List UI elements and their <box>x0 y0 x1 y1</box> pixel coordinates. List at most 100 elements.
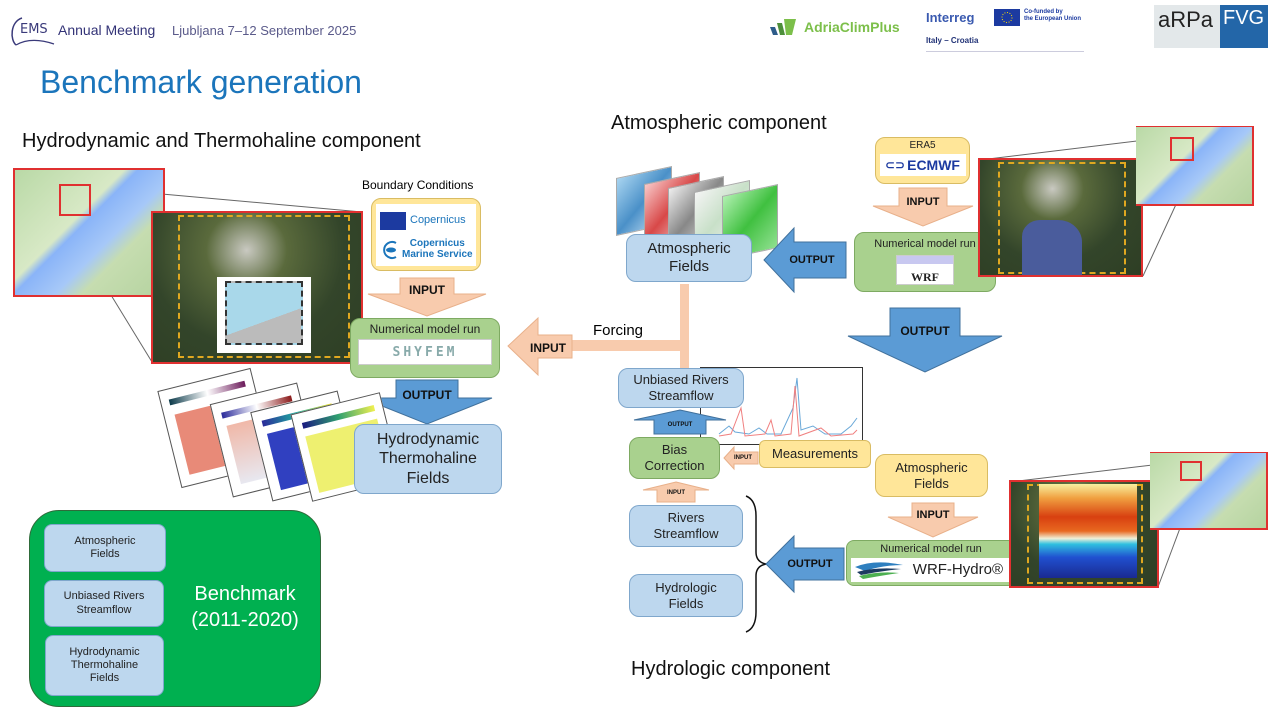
zoom-region-marker <box>59 184 91 216</box>
bias-correction-line1: Bias <box>661 442 688 458</box>
wrf-logo-text: WRF <box>911 269 939 284</box>
atm-model-run-box: Numerical model run WRF <box>854 232 996 292</box>
cofunded-line2: the European Union <box>1024 16 1081 22</box>
wrf-hydro-logo: WRF-Hydro® <box>851 558 1011 583</box>
shyfem-grid-inset <box>217 277 311 353</box>
bias-output-label: OUTPUT <box>667 422 693 428</box>
hydro-result-line2: Thermohaline <box>379 450 477 468</box>
hydro-model-run-box: Numerical model run SHYFEM <box>350 318 500 378</box>
forcing-input-label: INPUT <box>530 341 566 355</box>
hydrologic-model-run-box: Numerical model run WRF-Hydro® <box>846 540 1016 586</box>
slide-title: Benchmark generation <box>40 64 362 100</box>
measurements-input-label: INPUT <box>734 455 752 461</box>
copernicus-text: Copernicus <box>410 213 466 226</box>
ems-logo-text: EMS <box>20 22 48 37</box>
meeting-name: Annual Meeting <box>58 22 156 38</box>
hydrologic-atm-fields-line1: Atmospheric <box>895 459 968 475</box>
atm-satellite-domain-image <box>978 158 1143 277</box>
copernicus-marine-text: Copernicus Marine Service <box>402 238 473 260</box>
hydro-result-line3: Fields <box>406 469 450 487</box>
hydrologic-model-run-label: Numerical model run <box>880 543 982 555</box>
bias-correction-line2: Correction <box>644 458 705 473</box>
forcing-label: Forcing <box>593 322 644 339</box>
rivers-input-arrow <box>642 481 710 503</box>
terrain-elevation-map <box>1039 484 1137 578</box>
copernicus-logos: Copernicus Copernicus Marine Service <box>376 203 476 266</box>
hydro-input-arrow <box>367 277 487 317</box>
boundary-conditions-label: Boundary Conditions <box>362 178 474 192</box>
atm-down-output-label: OUTPUT <box>900 324 950 338</box>
hydrologic-fields-line2: Fields <box>668 595 704 611</box>
atm-model-run-label: Numerical model run <box>874 238 976 250</box>
unbiased-streamflow-line1: Unbiased Rivers <box>633 372 729 388</box>
copernicus-marine-line2: Marine Service <box>402 248 473 260</box>
atm-result-box: Atmospheric Fields <box>626 234 752 282</box>
rivers-input-label: INPUT <box>667 490 685 496</box>
hydrologic-satellite-domain-image <box>1009 480 1159 588</box>
adriaclimplus-text: AdriaClimPlus <box>804 19 900 35</box>
adriaclimplus-icon <box>770 19 796 35</box>
copernicus-marine-line1: Copernicus <box>409 237 465 249</box>
meeting-place-date: Ljubljana 7–12 September 2025 <box>172 23 357 38</box>
atm-result-line1: Atmospheric <box>647 240 731 257</box>
measurements-box: Measurements <box>759 440 871 468</box>
hydrologic-output-label: OUTPUT <box>787 558 833 570</box>
benchmark-item-line2: Thermohaline <box>70 658 139 671</box>
hydrodynamic-section-title: Hydrodynamic and Thermohaline component <box>22 130 421 152</box>
copernicus-marine-icon <box>383 240 397 259</box>
unbiased-streamflow-line2: Streamflow <box>648 388 714 403</box>
bias-correction-box: Bias Correction <box>629 437 720 479</box>
hydrologic-input-label: INPUT <box>916 509 950 521</box>
adriaclimplus-logo: AdriaClimPlus <box>770 16 900 38</box>
benchmark-title-line1: Benchmark <box>194 583 296 605</box>
atm-result-line2: Fields <box>668 258 709 275</box>
benchmark-item-line2: Streamflow <box>76 603 132 616</box>
cofunded-line1: Co-funded by <box>1024 9 1063 15</box>
benchmark-item-atmospheric: Atmospheric Fields <box>44 524 166 572</box>
ecmwf-icon: ⊂⊃ <box>885 157 906 172</box>
domain-dashed-boundary <box>178 215 350 358</box>
hydrologic-fields-box: Hydrologic Fields <box>629 574 743 617</box>
eu-flag-icon <box>994 9 1020 26</box>
cofunded-text: Co-funded by the European Union <box>1024 9 1081 23</box>
bias-output-arrow <box>633 409 727 435</box>
benchmark-item-line2: Fields <box>90 548 120 560</box>
benchmark-item-line3: Fields <box>89 672 120 685</box>
arpa-text: aRPa <box>1158 7 1214 32</box>
hydrologic-italy-map-image <box>1150 452 1268 530</box>
hydro-output-label: OUTPUT <box>402 388 452 402</box>
benchmark-title: Benchmark (2011-2020) <box>180 581 310 633</box>
atm-output-label: OUTPUT <box>789 254 835 266</box>
shyfem-logo: SHYFEM <box>358 339 492 366</box>
hydro-result-box: Hydrodynamic Thermohaline Fields <box>354 424 502 494</box>
era5-source-box: ERA5 ⊂⊃ ECMWF <box>875 137 970 184</box>
wrf-logo: WRF <box>896 255 954 286</box>
shyfem-logo-text: SHYFEM <box>392 344 458 360</box>
benchmark-item-streamflow: Unbiased Rivers Streamflow <box>44 580 164 627</box>
benchmark-title-line2: (2011-2020) <box>191 609 299 631</box>
hydro-input-label: INPUT <box>409 283 445 297</box>
benchmark-item-line1: Atmospheric <box>74 534 136 547</box>
unbiased-streamflow-box: Unbiased Rivers Streamflow <box>618 368 744 408</box>
measurements-label: Measurements <box>772 446 858 462</box>
hydrologic-fields-line1: Hydrologic <box>655 579 717 595</box>
atm-output-arrow <box>763 226 847 294</box>
satellite-domain-image <box>151 211 363 364</box>
hydro-result-line1: Hydrodynamic <box>376 431 480 449</box>
interreg-logo: Interreg Co-funded by the European Union… <box>926 8 1084 52</box>
hydrologic-atm-fields-box: Atmospheric Fields <box>875 454 988 497</box>
atm-input-arrow <box>872 187 974 227</box>
benchmark-item-line1: Hydrodynamic <box>69 645 140 658</box>
interreg-text: Interreg <box>926 10 975 25</box>
fvg-text: FVG <box>1220 5 1268 48</box>
atm-zoom-region-marker <box>1170 137 1194 161</box>
boundary-conditions-box: Copernicus Copernicus Marine Service <box>371 198 481 271</box>
program-text: Italy – Croatia <box>926 36 979 45</box>
era5-label: ERA5 <box>909 140 936 151</box>
rivers-streamflow-box: Rivers Streamflow <box>629 505 743 547</box>
atm-italy-map-image <box>1136 126 1254 206</box>
wrf-hydro-wave-icon <box>855 562 903 580</box>
hydrologic-atm-fields-line2: Fields <box>914 475 949 491</box>
arpa-fvg-logo: aRPa FVG <box>1154 5 1268 48</box>
